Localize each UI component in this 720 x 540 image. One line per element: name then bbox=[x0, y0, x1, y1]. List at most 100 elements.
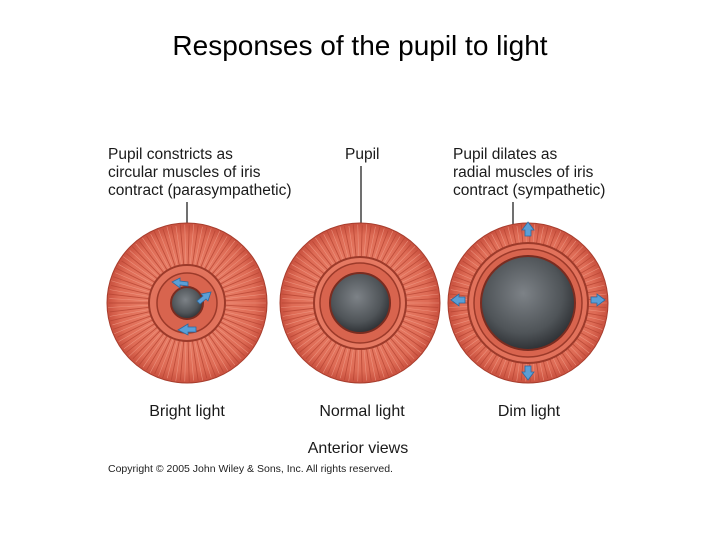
muscle-fiber bbox=[574, 340, 590, 354]
muscle-fiber bbox=[456, 267, 475, 277]
muscle-fiber bbox=[450, 312, 469, 317]
muscle-fiber bbox=[373, 228, 385, 260]
muscle-fiber bbox=[450, 316, 470, 322]
muscle-fiber bbox=[558, 236, 569, 252]
muscle-fiber bbox=[282, 307, 315, 313]
muscle-fiber bbox=[581, 329, 598, 338]
muscle-fiber bbox=[586, 284, 605, 290]
constriction-label-line-3: contract (parasympathetic) bbox=[108, 182, 292, 199]
muscle-fiber bbox=[376, 230, 389, 261]
muscle-fiber bbox=[288, 267, 319, 284]
muscle-fiber bbox=[166, 226, 178, 267]
muscle-fiber bbox=[483, 237, 495, 254]
constriction-label: Pupil constricts as circular muscles of … bbox=[108, 146, 292, 200]
muscle-fiber bbox=[189, 340, 194, 381]
muscle-fiber bbox=[213, 330, 242, 360]
muscle-fiber bbox=[220, 267, 259, 287]
arrow-up bbox=[521, 221, 535, 237]
muscle-fiber bbox=[405, 298, 439, 301]
muscle-fiber bbox=[281, 305, 315, 308]
muscle-fiber bbox=[571, 343, 587, 357]
muscle-fiber bbox=[118, 264, 155, 285]
muscle-fiber bbox=[378, 344, 393, 374]
muscle-fiber bbox=[381, 233, 397, 263]
muscle-fiber bbox=[308, 337, 331, 363]
muscle-fiber bbox=[224, 289, 264, 297]
muscle-fiber bbox=[196, 226, 208, 267]
muscle-fiber bbox=[175, 340, 182, 382]
muscle-fiber bbox=[555, 355, 565, 373]
muscle-fiber bbox=[208, 237, 232, 272]
muscle-fiber bbox=[170, 340, 180, 380]
muscle-fiber bbox=[571, 249, 587, 263]
muscle-fiber bbox=[146, 335, 168, 371]
muscle-fiber bbox=[219, 321, 257, 343]
muscle-fiber bbox=[480, 241, 492, 256]
muscle-fiber bbox=[214, 328, 246, 357]
caption-normal-light: Normal light bbox=[319, 403, 405, 420]
muscle-fiber bbox=[284, 284, 316, 294]
muscle-fiber bbox=[113, 276, 152, 291]
muscle-fiber bbox=[507, 226, 514, 246]
muscle-fiber bbox=[520, 224, 524, 244]
muscle-fiber bbox=[198, 228, 212, 267]
iris-inner-ring bbox=[313, 256, 407, 350]
muscle-fiber bbox=[217, 256, 252, 282]
muscle-fiber bbox=[315, 340, 335, 368]
muscle-fiber bbox=[217, 324, 251, 350]
constriction-label-line-1: Pupil constricts as bbox=[108, 146, 233, 163]
muscle-fiber bbox=[536, 362, 540, 381]
muscle-fiber bbox=[339, 347, 349, 379]
muscle-fiber bbox=[368, 348, 376, 381]
muscle-fiber bbox=[549, 230, 557, 248]
muscle-fiber bbox=[479, 350, 492, 366]
muscle-fiber bbox=[385, 340, 405, 368]
copyright-notice: Copyright © 2005 John Wiley & Sons, Inc.… bbox=[108, 463, 393, 475]
muscle-fiber bbox=[308, 243, 331, 269]
muscle-fiber bbox=[404, 284, 437, 293]
muscle-fiber bbox=[389, 243, 412, 269]
muscle-fiber bbox=[204, 233, 224, 270]
muscle-fiber bbox=[287, 320, 318, 335]
muscle-fiber bbox=[403, 276, 434, 288]
muscle-fiber bbox=[395, 253, 421, 275]
muscle-fiber bbox=[184, 340, 187, 382]
muscle-fiber bbox=[546, 359, 553, 378]
muscle-fiber bbox=[121, 260, 156, 283]
muscle-fiber bbox=[220, 319, 257, 338]
muscle-fiber bbox=[114, 317, 153, 335]
arrow-left bbox=[450, 293, 466, 307]
muscle-fiber bbox=[470, 250, 484, 263]
muscle-fiber bbox=[139, 241, 165, 274]
iris-radial-fibers bbox=[281, 224, 439, 382]
muscle-fiber bbox=[222, 276, 261, 291]
muscle-fiber bbox=[476, 348, 489, 363]
muscle-fiber bbox=[457, 329, 475, 338]
muscle-fiber bbox=[456, 272, 473, 280]
muscle-fiber bbox=[146, 235, 168, 271]
muscle-fiber bbox=[135, 331, 163, 363]
muscle-fiber bbox=[450, 309, 469, 313]
muscle-fiber bbox=[200, 230, 216, 268]
muscle-fiber bbox=[219, 264, 255, 285]
muscle-fiber bbox=[363, 224, 368, 258]
muscle-fiber bbox=[123, 325, 157, 349]
muscle-fiber bbox=[198, 339, 212, 378]
muscle-fiber bbox=[312, 241, 333, 267]
muscle-fiber bbox=[187, 225, 190, 266]
iris-dim-light bbox=[447, 221, 609, 384]
muscle-fiber bbox=[214, 249, 246, 278]
muscle-fiber bbox=[128, 328, 160, 357]
muscle-fiber bbox=[401, 267, 432, 283]
muscle-fiber bbox=[507, 360, 514, 379]
muscle-fiber bbox=[561, 237, 573, 254]
muscle-fiber bbox=[452, 284, 470, 290]
muscle-fiber bbox=[366, 225, 372, 258]
muscle-fiber bbox=[299, 253, 325, 275]
muscle-fiber bbox=[322, 343, 339, 374]
muscle-fiber bbox=[393, 333, 419, 357]
muscle-fiber bbox=[221, 317, 260, 334]
muscle-fiber bbox=[399, 264, 428, 281]
muscle-fiber bbox=[162, 339, 176, 379]
muscle-fiber bbox=[301, 333, 327, 357]
